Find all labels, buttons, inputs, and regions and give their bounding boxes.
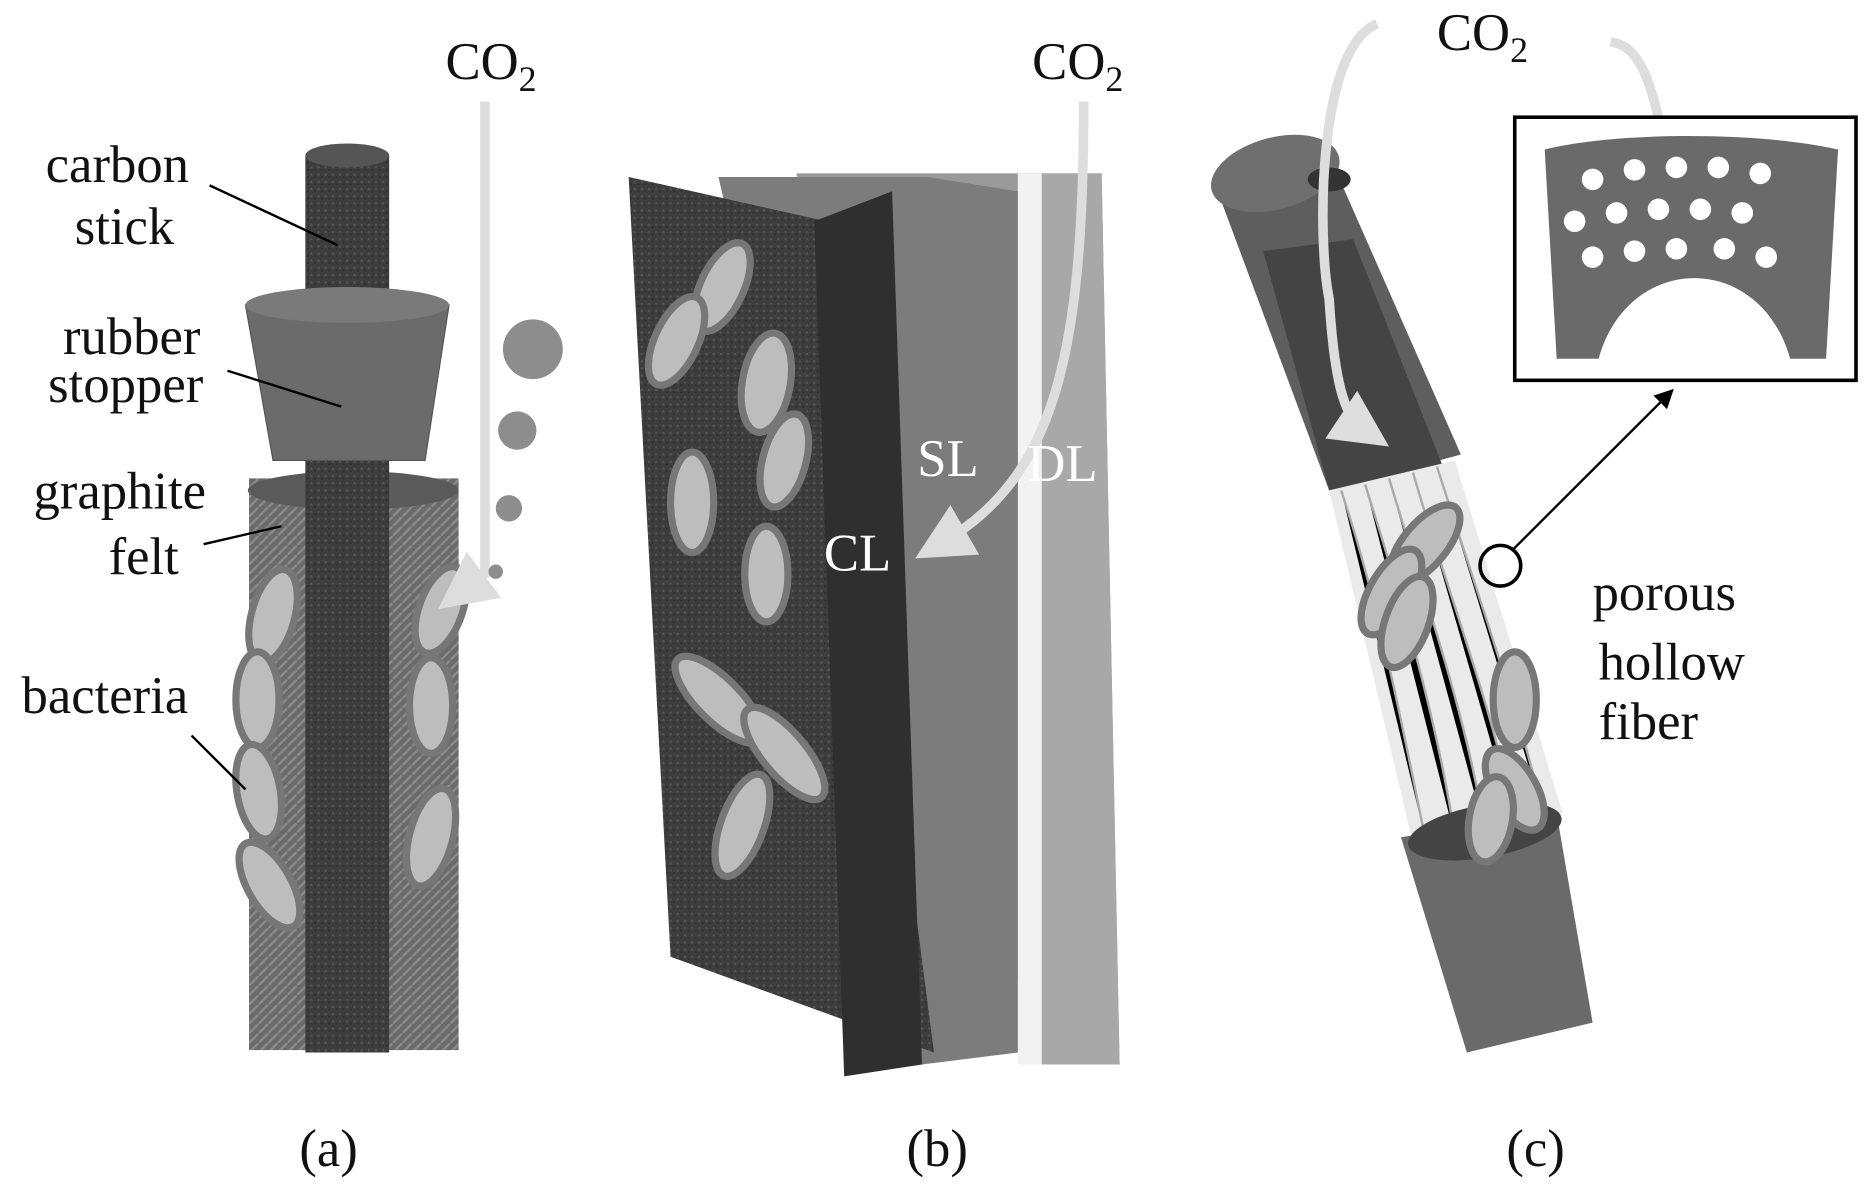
lower-tube — [1401, 813, 1593, 1053]
cl-label: CL — [824, 525, 891, 583]
co2-bubbles — [488, 319, 563, 579]
magnify-circle — [1478, 543, 1523, 588]
separator-white-gap — [1017, 173, 1042, 1065]
co2-label-c: CO2 — [1437, 4, 1528, 70]
bacteria-cells-a — [232, 563, 470, 932]
caption-c: (c) — [1506, 1120, 1564, 1178]
caption-b: (b) — [906, 1120, 967, 1178]
co2-label-b: CO2 — [1032, 33, 1123, 99]
co2-arrow-c — [1318, 19, 1389, 447]
caption-a: (a) — [299, 1120, 357, 1178]
co2-arrow-b — [915, 101, 1089, 559]
sl-label: SL — [917, 430, 978, 488]
co2-arrow-a — [438, 101, 502, 610]
bacteria-label: bacteria — [22, 667, 189, 725]
upper-tube-cutaway — [1263, 239, 1443, 491]
panel-b: CO2 SL DL CL (b) — [628, 33, 1123, 1178]
rubber-stopper — [244, 304, 450, 462]
zoom-pointer-arrow — [1511, 388, 1674, 552]
bacteria-cells-b — [644, 239, 829, 880]
bacteria-cells-c — [1357, 501, 1548, 866]
porous-fiber-inset — [1544, 136, 1839, 359]
dl-label: DL — [1027, 435, 1097, 493]
co2-label-a: CO2 — [445, 33, 536, 99]
